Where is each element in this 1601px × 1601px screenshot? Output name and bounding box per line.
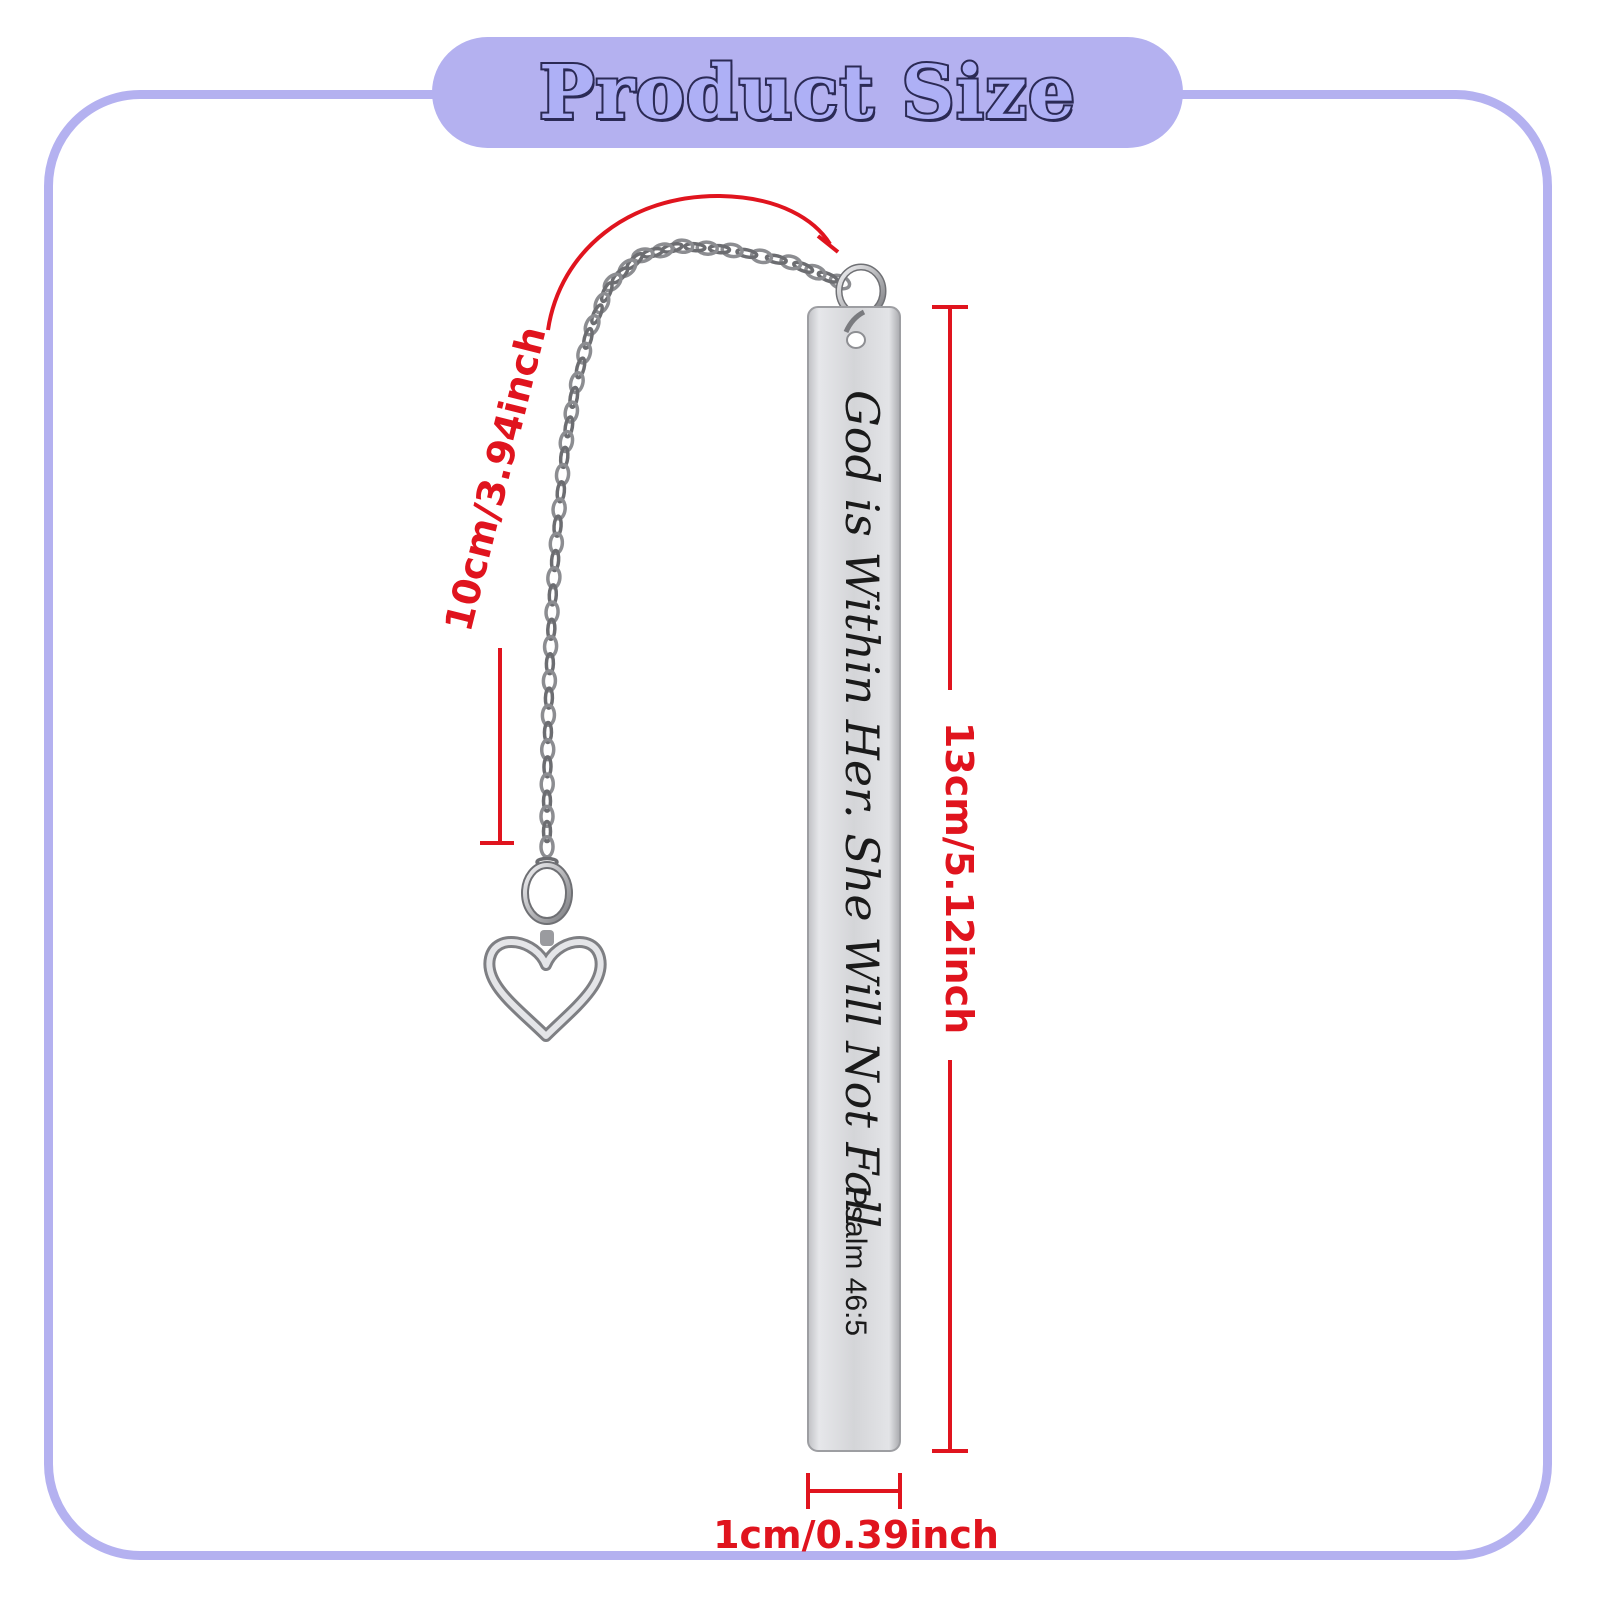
chain-link bbox=[749, 248, 774, 265]
chain-link bbox=[779, 254, 803, 271]
chain-link bbox=[558, 445, 570, 470]
chain-link bbox=[568, 385, 580, 409]
chain-dimension-line bbox=[480, 193, 840, 845]
engraving: God is Within Her. She Will Not Fall bbox=[835, 390, 889, 1228]
chain-link bbox=[539, 737, 556, 762]
chain-link bbox=[804, 263, 827, 281]
chain-link bbox=[546, 617, 557, 642]
chain-link bbox=[764, 253, 788, 265]
engraving-quote: God is Within Her. She Will Not Fall bbox=[835, 390, 889, 1228]
chain-link bbox=[568, 371, 585, 395]
chain-link bbox=[695, 240, 719, 256]
chain-link bbox=[549, 548, 561, 573]
chain-link bbox=[544, 651, 556, 676]
chain-link bbox=[735, 247, 759, 260]
chain-link bbox=[554, 462, 571, 487]
chain-link bbox=[542, 755, 553, 779]
title-pill: Product Size bbox=[432, 37, 1183, 148]
chain-link bbox=[548, 531, 565, 556]
chain-link bbox=[540, 703, 557, 728]
chain-link bbox=[539, 804, 555, 829]
chain-link bbox=[707, 243, 732, 255]
chain-link bbox=[539, 772, 555, 796]
chain-link bbox=[547, 583, 559, 607]
heart-charm-icon bbox=[483, 930, 607, 1042]
height-dimension-line bbox=[932, 305, 968, 1453]
chain-link bbox=[590, 303, 604, 326]
chain-link bbox=[683, 241, 707, 253]
chain-link bbox=[720, 242, 744, 259]
bar-width-label: 1cm/0.39inch bbox=[713, 1513, 999, 1557]
page-title: Product Size bbox=[537, 48, 1077, 138]
chain-link bbox=[581, 326, 594, 350]
chain-link bbox=[543, 686, 555, 710]
chain-link bbox=[544, 600, 560, 624]
width-dimension-line bbox=[806, 1473, 902, 1509]
charm-ring-icon bbox=[521, 861, 573, 925]
chain-link bbox=[583, 314, 601, 337]
chain-link bbox=[563, 415, 575, 439]
chain-link bbox=[558, 429, 575, 454]
bookmark-bar bbox=[807, 306, 901, 1452]
chain-link bbox=[542, 634, 559, 659]
chain-link bbox=[576, 341, 593, 365]
chain-link bbox=[551, 497, 567, 521]
chain-link bbox=[555, 480, 567, 504]
chain-link bbox=[816, 270, 839, 284]
chain-link bbox=[541, 819, 553, 844]
chain-link bbox=[542, 720, 554, 745]
chain-link bbox=[563, 400, 580, 424]
chain-link bbox=[546, 565, 562, 590]
chain-link bbox=[599, 281, 614, 304]
engraving-reference: Psalm 46:5 bbox=[839, 1186, 872, 1336]
chain-link bbox=[541, 669, 558, 693]
chain-link bbox=[593, 291, 611, 315]
chain-length-label: 10cm/3.94inch bbox=[436, 322, 554, 636]
chain-link bbox=[541, 789, 553, 813]
chain-link bbox=[552, 514, 563, 538]
chain-icon bbox=[535, 238, 852, 868]
chain-link bbox=[574, 356, 587, 380]
chain-link bbox=[792, 260, 815, 274]
bar-height-label: 13cm/5.12inch bbox=[937, 722, 981, 1034]
